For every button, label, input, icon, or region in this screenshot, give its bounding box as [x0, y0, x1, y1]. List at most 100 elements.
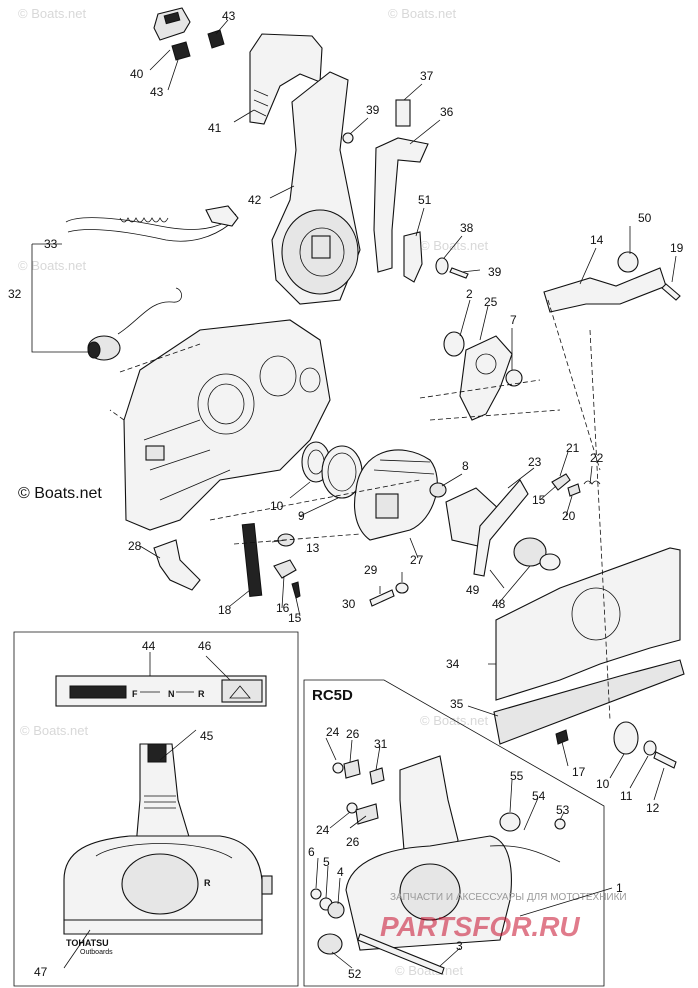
callouts: 1 2 3 4 5 6 7 8 9 10 10 11 12 13 14 15 1… — [8, 9, 684, 981]
watermark-text: © Boats.net — [18, 258, 87, 273]
watermark-text: © Boats.net — [388, 6, 457, 21]
housing-body — [123, 319, 331, 531]
part-25-lever — [459, 335, 513, 421]
inset-right-frame — [303, 679, 605, 987]
housing-bore-left-inner — [207, 383, 245, 425]
callout-label: 34 — [446, 657, 460, 671]
callout-label: 6 — [308, 845, 315, 859]
part-41-handle-grip — [249, 33, 323, 125]
part-14-neutral-lever — [543, 267, 667, 313]
callout-label: 43 — [222, 9, 236, 23]
callout-label: 21 — [566, 441, 580, 455]
part-3-bolt — [357, 933, 445, 975]
callout-label: 2 — [466, 287, 473, 301]
callout-label: 51 — [418, 193, 432, 207]
part-48-ring — [539, 553, 561, 571]
callout-label: 14 — [590, 233, 604, 247]
callout-label: 27 — [410, 553, 424, 567]
part-39-screw-2 — [449, 267, 469, 279]
callout-label: 7 — [510, 313, 517, 327]
part-15-screw — [291, 581, 301, 599]
callout-label: 18 — [218, 603, 232, 617]
lanyard-clip — [205, 205, 239, 227]
callout-label: 43 — [150, 85, 164, 99]
callout-label: 23 — [528, 455, 542, 469]
part-29-washer — [395, 582, 409, 594]
part-34-bore — [571, 587, 621, 641]
callout-label: 36 — [440, 105, 454, 119]
handle-lock-button — [147, 743, 167, 763]
part-43-pad — [207, 29, 225, 49]
housing-tab — [145, 445, 165, 461]
callout-label: 12 — [646, 801, 660, 815]
housing-ribs — [143, 419, 231, 501]
callout-label: 55 — [510, 769, 524, 783]
part-47-base — [63, 919, 263, 935]
part-4-bushing — [327, 901, 345, 919]
callout-label: 52 — [348, 967, 362, 981]
watermark-text: © Boats.net — [395, 963, 464, 978]
callout-label: 45 — [200, 729, 214, 743]
callout-label: 37 — [420, 69, 434, 83]
warning-triangle-icon — [229, 685, 251, 699]
part-8-bushing — [429, 482, 447, 498]
handle-assembly — [153, 7, 469, 305]
part-39-screw — [342, 132, 354, 144]
callout-label: 49 — [466, 583, 480, 597]
part-47-arc — [95, 843, 233, 859]
callout-label: 19 — [670, 241, 684, 255]
copyright-mark: © Boats.net — [18, 485, 102, 502]
callout-label: 50 — [638, 211, 652, 225]
part-12-bolt — [653, 751, 677, 769]
part-21-pin — [551, 473, 571, 491]
part-40-grip-slot — [163, 11, 181, 25]
callout-label: 25 — [484, 295, 498, 309]
part-10-ring-2 — [613, 721, 639, 755]
callout-label: 41 — [208, 121, 222, 135]
callout-label: 26 — [346, 835, 360, 849]
part-35-spacer — [493, 659, 685, 745]
callout-label: 42 — [248, 193, 262, 207]
lanyard-cord-top — [65, 213, 237, 230]
callout-leaders — [63, 19, 677, 969]
part-27-teeth — [373, 459, 435, 475]
callout-label: 40 — [130, 67, 144, 81]
label-gear-r: R — [198, 689, 205, 699]
part-42-hub-square — [311, 235, 331, 259]
handle-grip-lines — [144, 795, 176, 809]
callout-label: 10 — [270, 499, 284, 513]
callout-label: 13 — [306, 541, 320, 555]
inset-left: F N R R TOHATSU Outboards — [13, 631, 299, 987]
lanyard-cord-bottom — [67, 223, 231, 242]
callout-label: 38 — [460, 221, 474, 235]
callout-label: 24 — [316, 823, 330, 837]
part-42-hub-inner — [299, 227, 345, 277]
label-gear-f: F — [132, 689, 138, 699]
callout-label: 24 — [326, 725, 340, 739]
stop-switch-cap — [87, 341, 101, 359]
inset-title: RC5D — [312, 687, 353, 704]
callout-label: 5 — [323, 855, 330, 869]
callout-label: 17 — [572, 765, 586, 779]
part-28-cover — [153, 539, 201, 591]
part-30-bolt — [369, 589, 395, 607]
label-gear-n: N — [168, 689, 175, 699]
callout-label: 39 — [366, 103, 380, 117]
callout-label: 39 — [488, 265, 502, 279]
part-31-clip — [369, 767, 385, 785]
part-25-hole — [475, 353, 497, 375]
handle-gear-r: R — [204, 878, 211, 888]
part-52-cap — [317, 933, 343, 955]
watermark-text: © Boats.net — [20, 723, 89, 738]
callout-label: 16 — [276, 601, 290, 615]
label-black-field — [69, 685, 127, 699]
callout-label: 15 — [532, 493, 546, 507]
housing-boss — [299, 367, 321, 393]
part-37-spring-body — [395, 99, 411, 127]
callout-label: 29 — [364, 563, 378, 577]
part-47-hub — [121, 853, 199, 915]
callout-label: 28 — [128, 539, 142, 553]
callout-label: 15 — [288, 611, 302, 625]
callout-label: 20 — [562, 509, 576, 523]
part-51-plate — [403, 231, 423, 283]
